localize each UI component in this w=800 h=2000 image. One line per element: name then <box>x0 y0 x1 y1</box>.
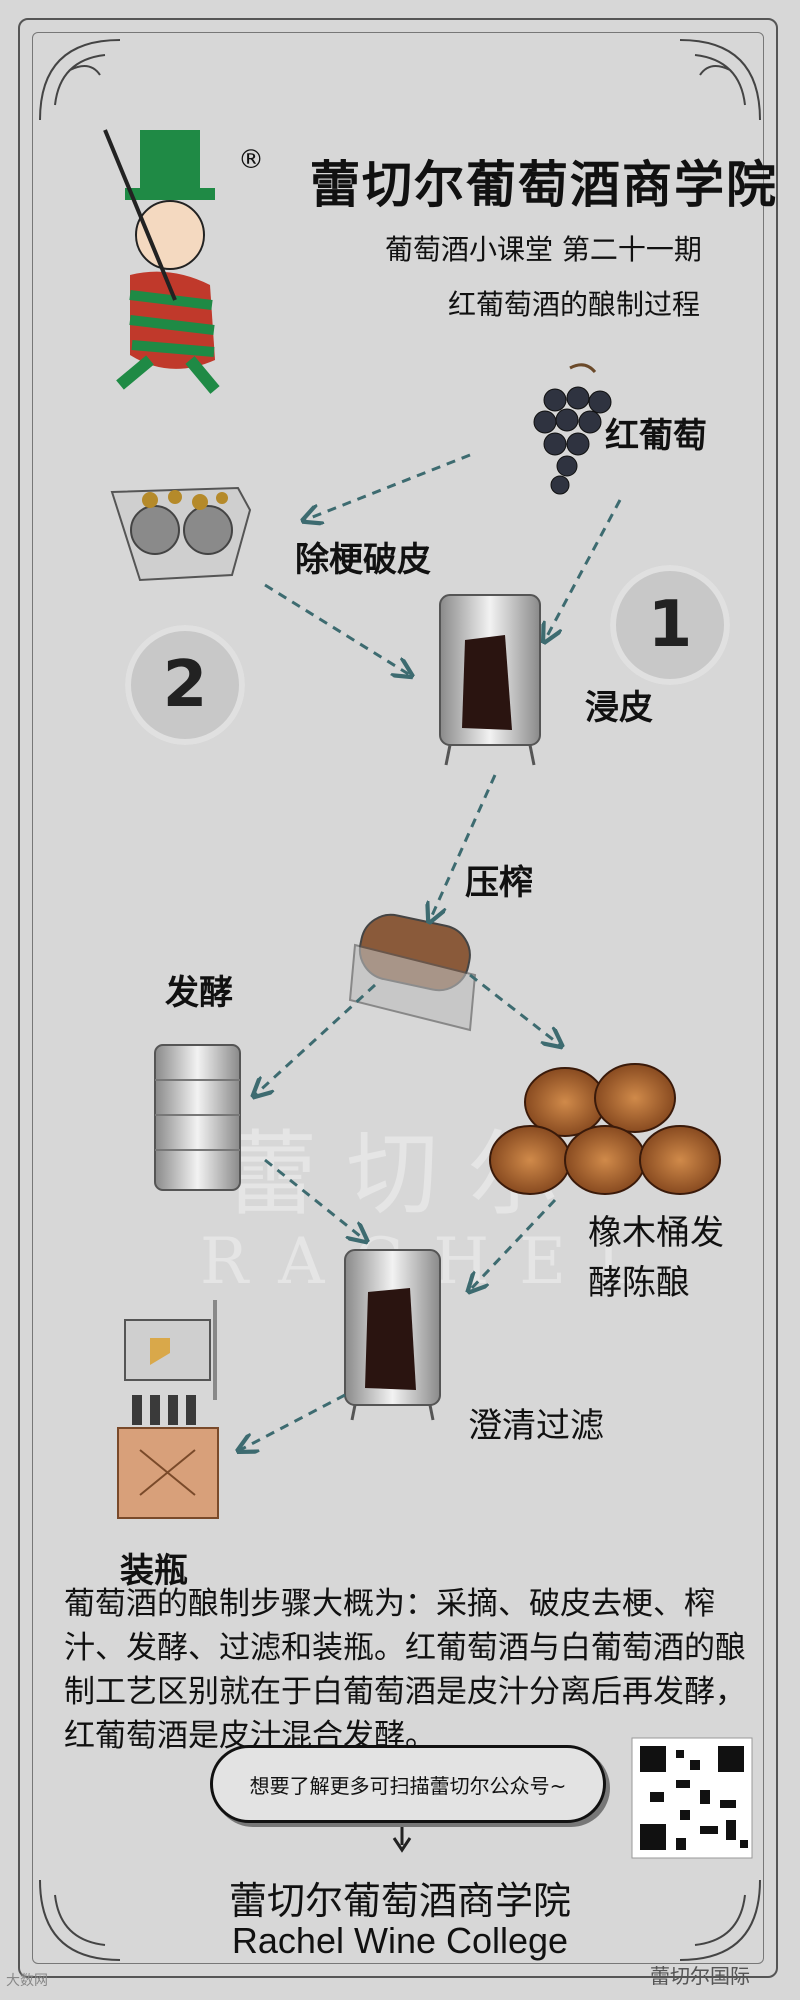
fermentation-tank-icon <box>154 1044 241 1191</box>
outer-frame <box>18 18 778 1978</box>
step-label-clarify: 澄清过滤 <box>468 1406 604 1446</box>
process-arrows <box>240 453 622 1450</box>
registered-mark: ® <box>238 145 264 175</box>
arrow-tank-to-press <box>430 774 497 920</box>
scan-qr-callout: 想要了解更多可扫描蕾切尔公众号~ <box>210 1745 606 1823</box>
bottling-machine-icon <box>117 1300 219 1519</box>
step-label-maceration: 浸皮 <box>585 688 653 728</box>
arrow-clarify-to-bottle <box>240 1393 346 1450</box>
arrow-grape-to-tank <box>545 499 622 640</box>
corner-ornament-icon <box>39 39 761 1961</box>
step-label-destem: 除梗破皮 <box>295 540 431 580</box>
arrow-press-to-barrel <box>469 973 560 1045</box>
source-watermark-left: 大数网 <box>6 1973 48 1989</box>
step-badge-1: 1 <box>610 565 730 685</box>
grape-cluster-icon <box>533 363 612 495</box>
step-label-press: 压榨 <box>465 863 533 903</box>
step-label-oak-line1: 橡木桶发 <box>588 1213 724 1253</box>
wine-press-icon <box>348 913 477 1032</box>
series-title: 葡萄酒小课堂 第二十一期 <box>385 233 702 266</box>
oak-barrels-icon <box>489 1063 721 1195</box>
topic-title: 红葡萄酒的酿制过程 <box>448 288 701 321</box>
footer-brand-cn: 蕾切尔葡萄酒商学院 <box>228 1879 571 1923</box>
step-label-ferment: 发酵 <box>165 973 233 1013</box>
jester-logo-icon <box>103 129 220 394</box>
maceration-tank-icon <box>439 594 541 766</box>
down-arrow-icon <box>392 1825 412 1853</box>
step-label-bottle: 装瓶 <box>120 1551 188 1591</box>
step-badge-2: 2 <box>125 625 245 745</box>
arrow-press-to-ferment <box>255 983 377 1095</box>
step-label-oak-line2: 酵陈酿 <box>588 1263 690 1303</box>
arrow-barrel-to-clarify <box>470 1198 557 1290</box>
qr-code-icon <box>631 1737 753 1859</box>
arrow-destem-to-tank <box>264 583 410 675</box>
process-description: 葡萄酒的酿制步骤大概为：采摘、破皮去梗、榨汁、发酵、过滤和装瓶。红葡萄酒与白葡萄… <box>64 1586 746 1754</box>
footer-brand-en: Rachel Wine College <box>231 1920 569 1961</box>
brand-title: 蕾切尔葡萄酒商学院 <box>310 156 778 214</box>
destemmer-machine-icon <box>110 486 252 582</box>
inner-frame <box>32 32 764 1964</box>
step-label-grapes: 红葡萄 <box>605 416 707 456</box>
clarification-tank-icon <box>344 1249 441 1421</box>
arrow-ferment-to-clarify <box>264 1158 365 1240</box>
arrow-grape-to-destem <box>305 453 471 520</box>
source-watermark-right: 蕾切尔国际 <box>650 1964 750 1988</box>
